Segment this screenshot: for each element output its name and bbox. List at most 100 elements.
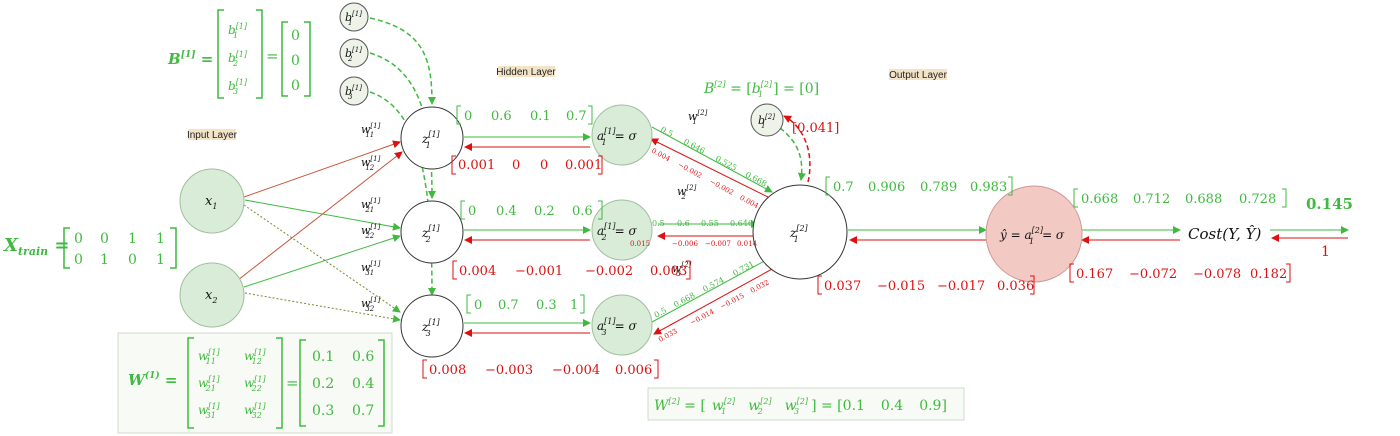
hidden-z-nodes: z[1]1 z[1]2 z[1]3: [400, 106, 464, 358]
hidden-backward-z1-value: 0.001: [458, 158, 495, 173]
output-forward-value: 0.728: [1239, 192, 1276, 207]
edge-backward-a1-value: 0.004: [738, 194, 760, 211]
output-edges: [848, 226, 1349, 244]
output-z-forward-value: 0.7: [833, 180, 854, 195]
output-z-forward-value: 0.789: [920, 180, 957, 195]
weight-w31-label: w[1]31: [361, 260, 381, 277]
weight-w12-label: w[1]12: [361, 155, 381, 172]
weight-w11-label: w[1]11: [361, 122, 381, 139]
w1-value: 0.3: [312, 403, 334, 419]
node-z3-label: z[1]3: [421, 318, 441, 338]
output-z-node-group: z[2]1: [752, 184, 848, 280]
edge-forward-a1-value: 0.668: [744, 170, 768, 189]
edge-x1-z1: [243, 140, 401, 198]
w1-value: 0.6: [352, 349, 374, 365]
hidden-forward-z3-value: 0.7: [498, 298, 519, 313]
node-b13: [339, 76, 369, 106]
hidden-backward-z2-value: 0.004: [459, 264, 496, 279]
hidden-forward-z2-value: 0.2: [534, 204, 555, 219]
hidden-forward-z1-value: 0.7: [566, 109, 587, 124]
edge-backward-a1-value: 0.004: [650, 147, 672, 164]
edge-forward-a2-value: 0.55: [701, 219, 719, 228]
input-hidden-edges: [237, 140, 403, 323]
hidden-backward-z3-value: 0.008: [429, 363, 466, 378]
cost-gradient-value: 1: [1321, 244, 1330, 260]
x-train-row1-value: 1: [156, 231, 165, 247]
node-b21: [750, 103, 784, 137]
edge-forward-a3-value: 0.5: [653, 306, 668, 320]
output-forward-value: 0.712: [1133, 192, 1170, 207]
hidden-backward-z2-value: −0.002: [585, 264, 633, 279]
hidden-forward-z3-value: 1: [570, 298, 578, 313]
output-backward-value: 0.182: [1250, 267, 1287, 282]
node-x1: [179, 168, 245, 234]
node-z2: [400, 200, 464, 264]
svg-text:Input Layer: Input Layer: [187, 130, 238, 141]
output-bias-node-group: b[2]1: [750, 103, 784, 137]
x-train-row1-value: 0: [74, 231, 83, 247]
output-yhat-node-group: ŷ = a[2]1= σ: [985, 185, 1083, 283]
edge-forward-a2-value: 0.5: [652, 219, 665, 228]
edge-x2-z1: [237, 151, 403, 281]
b1-equation: B[1] = b[1]1 b[1]2 b[1]3 = 0 0 0: [167, 9, 311, 99]
edge-forward-a1-value: 0.646: [682, 137, 706, 156]
weight-w32-label: w[1]32: [361, 296, 381, 313]
a-output-edges: [650, 126, 777, 335]
node-b11-label: b[1]1: [345, 10, 362, 27]
output-z-backward-value: 0.036: [997, 279, 1034, 294]
node-b11: [339, 2, 369, 32]
hidden-forward-z2-value: 0.4: [496, 204, 517, 219]
edge-backward-a2-value: 0.014: [737, 240, 758, 248]
svg-text:Output Layer: Output Layer: [889, 70, 947, 81]
w1-value: 0.4: [352, 376, 374, 392]
edge-forward-a2-value: 0.646: [730, 219, 753, 228]
w1-value: 0.1: [312, 349, 334, 365]
svg-text:Hidden Layer: Hidden Layer: [496, 67, 556, 78]
hidden-backward-z3-value: −0.004: [552, 363, 600, 378]
w1-entry: w[1]32: [244, 402, 266, 420]
hidden-forward-z2-value: 0.6: [572, 204, 593, 219]
hidden-forward-z1-value: 0.6: [491, 109, 512, 124]
edge-forward-a2-value: 0.6: [677, 219, 690, 228]
node-b12-label: b[1]2: [345, 46, 362, 63]
x-train-row2-value: 0: [128, 252, 137, 268]
x-train-row2-value: 0: [74, 252, 83, 268]
output-z-forward-values: 0.7 0.906 0.789 0.983: [825, 176, 1013, 196]
b1-value: 0: [291, 53, 300, 69]
node-yhat-label: ŷ = a[2]1= σ: [999, 226, 1065, 246]
output-z-forward-value: 0.983: [970, 180, 1007, 195]
edge-b12-z2: [369, 52, 436, 199]
edge-backward-a1-value: −0.002: [677, 161, 704, 180]
node-zo: [752, 184, 848, 280]
edge-backward-a3-value: 0.032: [749, 278, 770, 294]
w1-entry: w[1]21: [198, 375, 220, 393]
node-a1: [591, 104, 653, 166]
node-a3: [591, 294, 653, 356]
output-backward-value: 0.167: [1076, 267, 1113, 282]
b1-entry-3: b[1]3: [228, 78, 248, 96]
hidden-forward-z3-value: 0.3: [536, 298, 557, 313]
edge-forward-a3-value: 0.731: [731, 259, 755, 278]
hidden-backward-z2-value: −0.001: [515, 264, 563, 279]
hidden-backward-z3-value: −0.003: [485, 363, 533, 378]
b1-value: 0: [291, 28, 300, 44]
weight-w3o-label: w[2]3: [672, 261, 692, 278]
b1-equals: =: [266, 47, 279, 65]
input-nodes: x1 x2: [179, 168, 245, 328]
x-train-equation: Xtrain = 0 0 1 1 0 1 0 1: [3, 227, 177, 269]
node-x2-label: x2: [205, 288, 217, 305]
hidden-backward-z1-value: 0.001: [565, 158, 602, 173]
hidden-backward-values: 0.001 0 0 0.001 0.004 −0.001 −0.002 0.00…: [422, 155, 691, 379]
x-train-row1-value: 0: [100, 231, 109, 247]
edge-forward-a3-value: 0.574: [701, 275, 725, 294]
hidden-backward-z3-value: 0.006: [615, 363, 652, 378]
w1-entry: w[1]31: [198, 402, 220, 420]
weight-w2o-label: w[2]2: [677, 184, 697, 201]
output-z-backward-value: −0.015: [877, 279, 925, 294]
edge-x2-z2: [243, 234, 401, 288]
edge-forward-a1-value: 0.5: [659, 125, 674, 139]
hidden-backward-z1-value: 0: [512, 158, 520, 173]
b1-label: B[1] =: [167, 50, 213, 68]
